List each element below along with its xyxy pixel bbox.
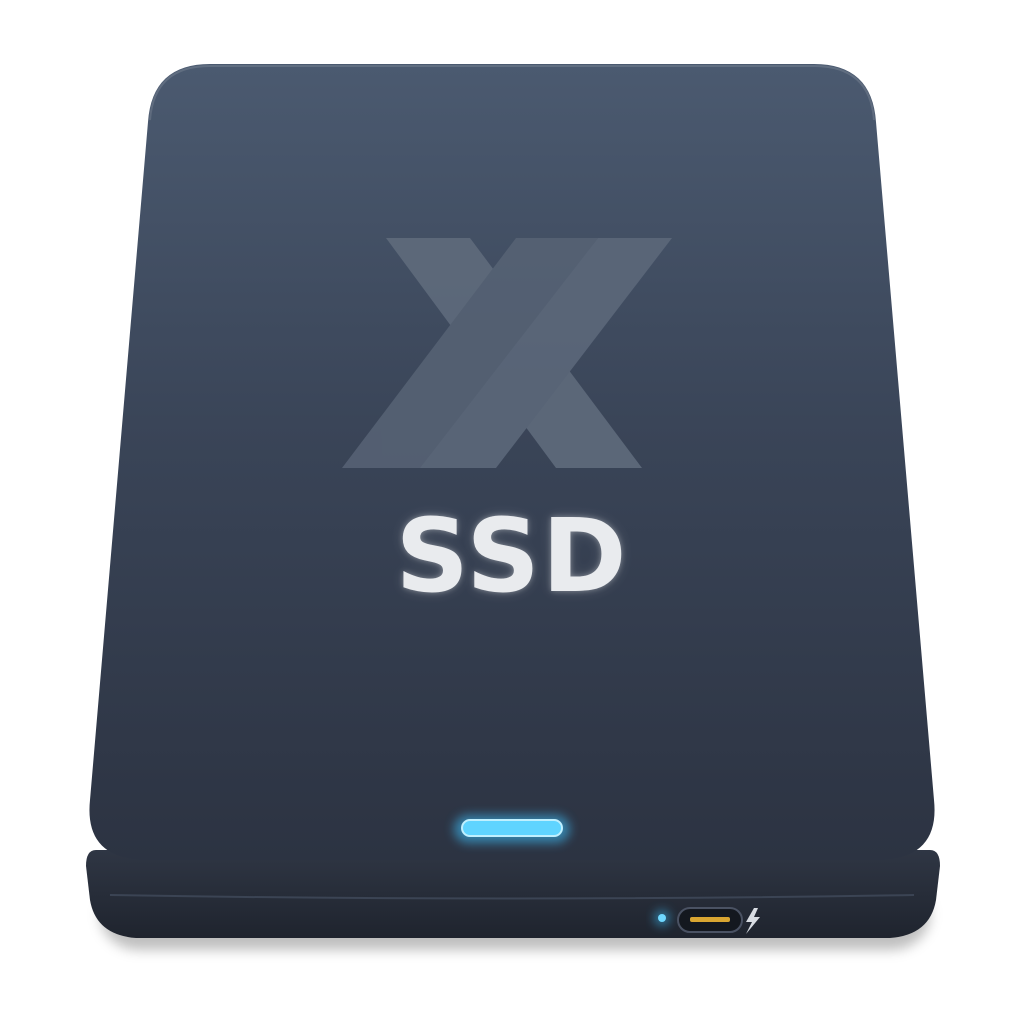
device-top-surface: [89, 64, 935, 860]
lightning-bolt-icon: [746, 908, 760, 934]
activity-dot-icon: [658, 914, 666, 922]
ssd-label: SSD: [395, 497, 629, 616]
x-logo-icon: [342, 238, 672, 468]
status-light-icon: [461, 819, 563, 837]
device-base: [86, 850, 940, 938]
usb-c-port-icon: [677, 907, 743, 933]
